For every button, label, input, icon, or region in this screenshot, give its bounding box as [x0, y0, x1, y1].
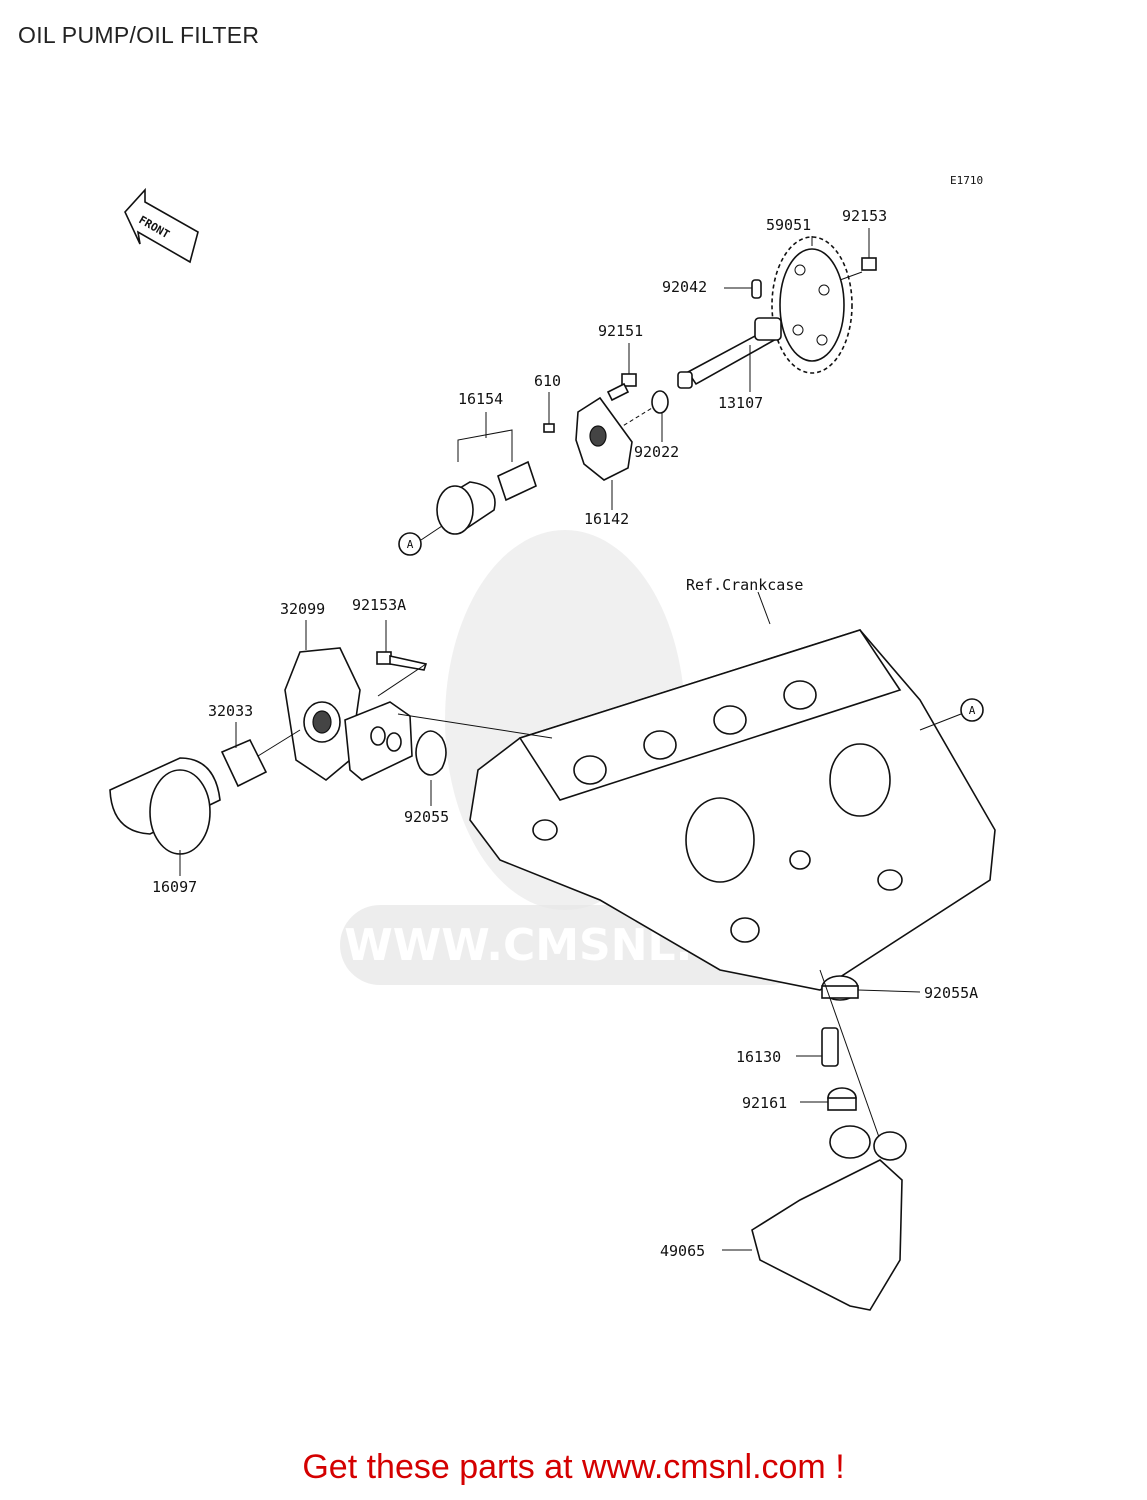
oil-pump-rotor — [436, 412, 537, 535]
ref-marker-a-right-label: A — [969, 704, 976, 717]
washer-92022 — [651, 390, 669, 414]
oil-filter-cartridge — [109, 757, 221, 876]
part-label-92022: 92022 — [634, 443, 679, 461]
part-label-32099: 32099 — [280, 600, 325, 618]
front-arrow-icon: FRONT — [124, 187, 199, 264]
exploded-parts-diagram: WWW.CMSNL.COM E1710 FRONT — [109, 174, 996, 1311]
part-label-16142: 16142 — [584, 510, 629, 528]
pin-92042 — [751, 279, 762, 299]
bolt-92153a — [376, 620, 428, 697]
oil-pump-cover — [575, 396, 633, 510]
part-label-16130: 16130 — [736, 1048, 781, 1066]
promo-link[interactable]: Get these parts at www.cmsnl.com ! — [302, 1448, 845, 1486]
o-ring-92055 — [415, 730, 447, 806]
part-label-92055: 92055 — [404, 808, 449, 826]
ref-marker-a-left-label: A — [407, 538, 414, 551]
part-label-610: 610 — [534, 372, 561, 390]
part-label-59051: 59051 — [766, 216, 811, 234]
o-ring-92055a — [821, 975, 921, 1001]
oil-filter-housing — [284, 620, 361, 781]
part-label-32033: 32033 — [208, 702, 253, 720]
page-title: OIL PUMP/OIL FILTER — [18, 22, 260, 48]
part-label-13107: 13107 — [718, 394, 763, 412]
diagram-code: E1710 — [950, 174, 983, 187]
bolt-92151 — [606, 343, 637, 402]
part-label-92151: 92151 — [598, 322, 643, 340]
part-label-16097: 16097 — [152, 878, 197, 896]
relief-valve — [796, 1027, 839, 1067]
oil-strainer — [722, 1125, 907, 1311]
filter-adapter-plate — [344, 701, 413, 781]
crankcase — [469, 629, 996, 991]
ref-marker-a-left — [398, 532, 422, 556]
part-label-16154: 16154 — [458, 390, 503, 408]
part-label-92153a: 92153A — [352, 596, 406, 614]
part-label-92055a: 92055A — [924, 984, 978, 1002]
part-label-92153: 92153 — [842, 207, 887, 225]
oil-pump-shaft — [677, 317, 782, 392]
filter-nipple — [220, 722, 301, 788]
bolt-92153 — [839, 228, 877, 281]
ref-crankcase-label: Ref.Crankcase — [686, 576, 803, 594]
oil-pump-gear — [771, 236, 853, 374]
pin-610 — [543, 423, 555, 433]
part-label-92042: 92042 — [662, 278, 707, 296]
part-label-49065: 49065 — [660, 1242, 705, 1260]
ref-marker-a-right — [960, 698, 984, 722]
damper-92161 — [800, 1087, 857, 1111]
part-label-92161: 92161 — [742, 1094, 787, 1112]
